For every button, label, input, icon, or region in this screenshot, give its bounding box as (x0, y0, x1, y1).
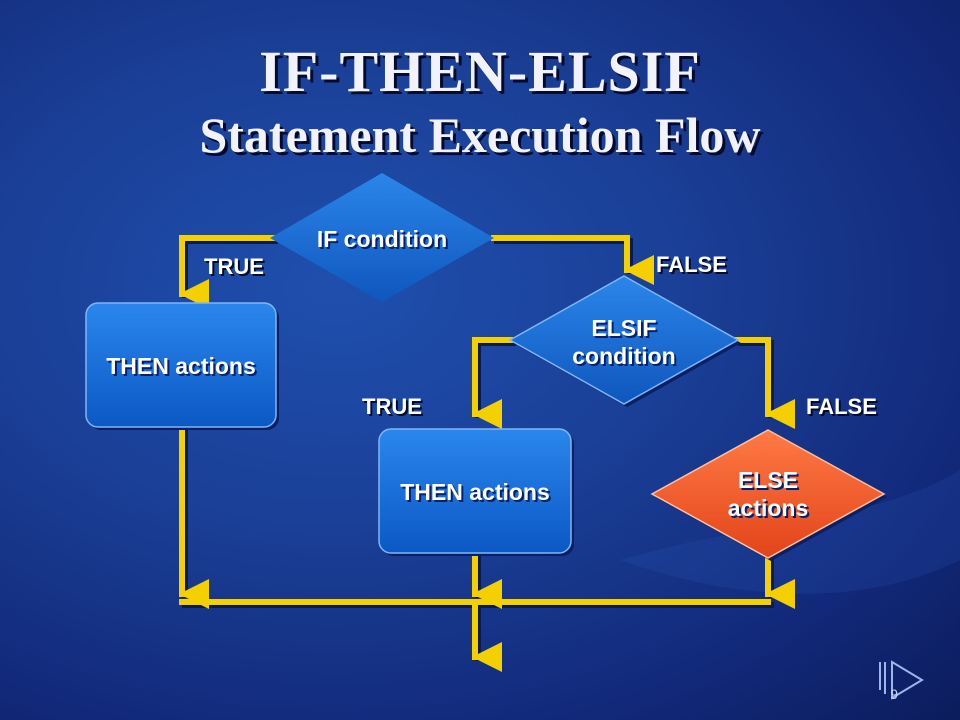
elsif-condition-label-line2: condition (572, 343, 676, 369)
else-actions-label-line1: ELSE (737, 467, 799, 493)
elsif-condition-diamond (508, 275, 740, 405)
connector-lines (179, 235, 795, 672)
then-actions-label-2: THEN actions (400, 479, 550, 505)
true-label-if: TRUE (204, 254, 264, 279)
if-condition-diamond (270, 173, 494, 302)
slide-number: 9 (890, 686, 898, 702)
then-actions-box-2 (378, 428, 572, 554)
then-actions-label-1: THEN actions (106, 353, 256, 379)
slide-title-line2: Statement Execution Flow (199, 107, 761, 163)
if-condition-label: IF condition (316, 226, 448, 252)
then-actions-box-1 (85, 302, 277, 428)
false-label-elsif: FALSE (806, 394, 877, 419)
slide-title-line1: IF-THEN-ELSIF (259, 39, 701, 104)
else-actions-diamond (650, 429, 886, 559)
true-label-elsif: TRUE (362, 394, 422, 419)
false-label-if: FALSE (656, 252, 727, 277)
next-slide-icon[interactable] (876, 660, 926, 700)
elsif-condition-label-line1: ELSIF (591, 315, 657, 341)
else-actions-label-line2: actions (727, 495, 809, 521)
